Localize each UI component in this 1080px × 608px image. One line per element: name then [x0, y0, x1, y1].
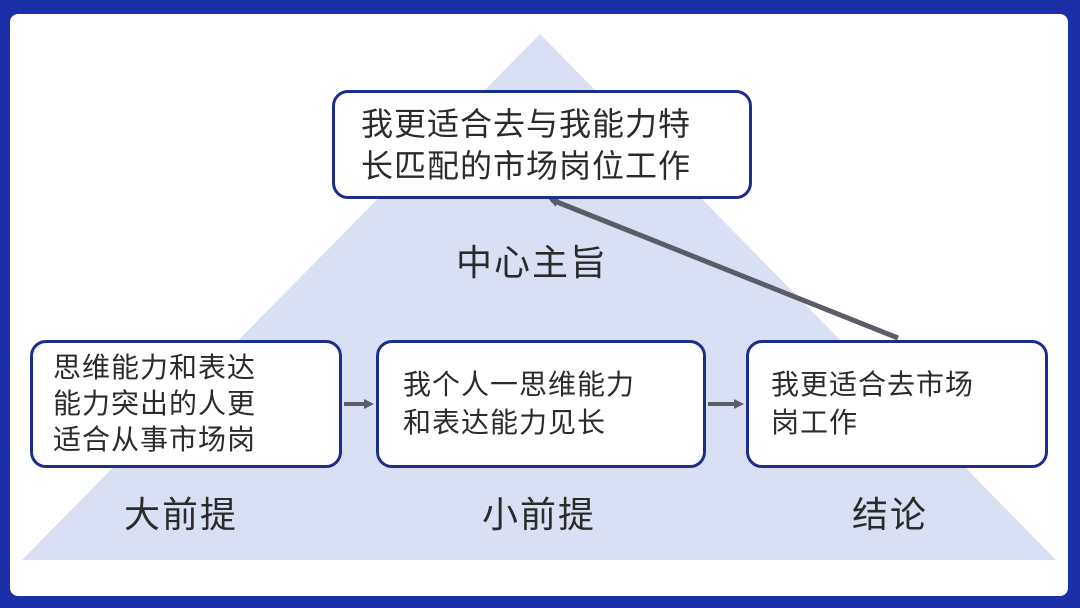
- main-point-box: 我更适合去与我能力特 长匹配的市场岗位工作: [332, 90, 752, 199]
- major-premise-label: 大前提: [124, 495, 239, 536]
- main-point-label: 中心主旨: [456, 243, 609, 284]
- conclusion-label: 结论: [852, 495, 929, 536]
- conclusion-text: 我更适合去市场 岗工作: [771, 368, 975, 439]
- minor-premise-label: 小前提: [482, 495, 597, 536]
- conclusion-box: 我更适合去市场 岗工作: [746, 340, 1048, 468]
- major-premise-box: 思维能力和表达 能力突出的人更 适合从事市场岗: [30, 340, 342, 468]
- major-premise-text: 思维能力和表达 能力突出的人更 适合从事市场岗: [53, 351, 257, 456]
- minor-premise-box: 我个人一思维能力 和表达能力见长: [376, 340, 706, 468]
- arrow-conclusion-to-main-point: [548, 197, 899, 341]
- minor-premise-text: 我个人一思维能力 和表达能力见长: [403, 368, 636, 439]
- main-point-text: 我更适合去与我能力特 长匹配的市场岗位工作: [361, 104, 692, 185]
